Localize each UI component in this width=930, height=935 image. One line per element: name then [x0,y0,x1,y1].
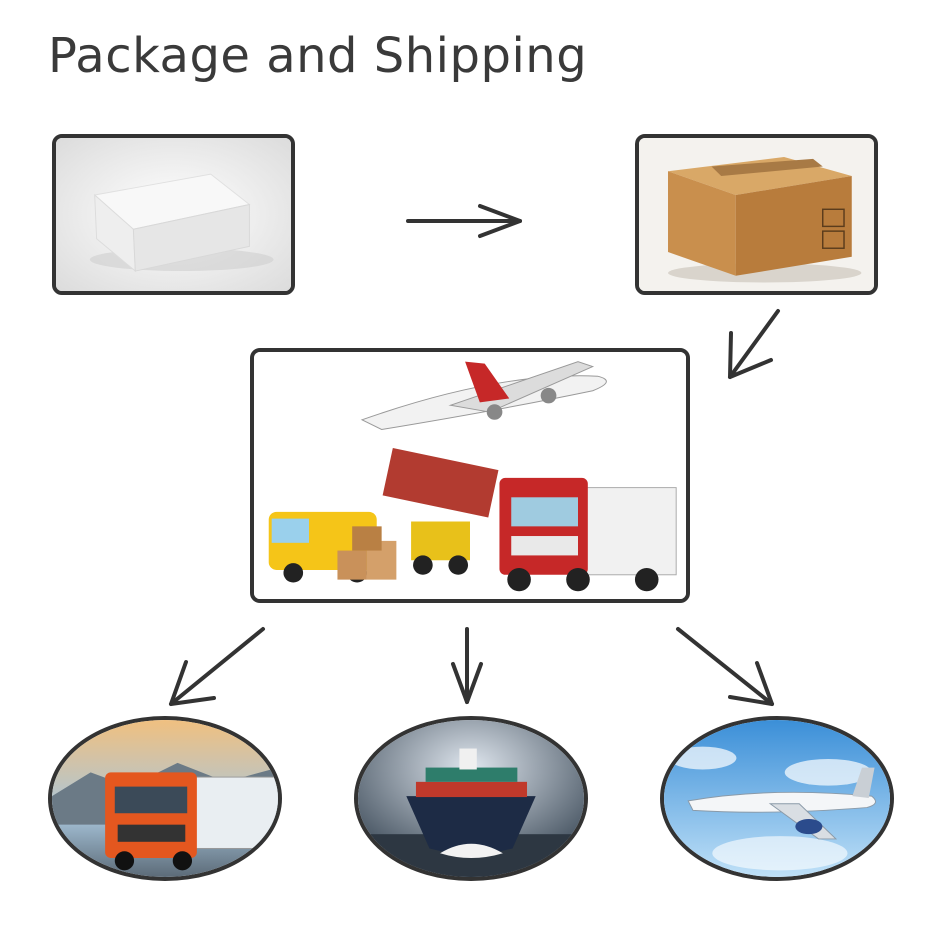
white-box-icon [56,138,291,291]
arrow-to-ship [451,627,483,704]
plane-icon [360,361,607,430]
logistics-icon [254,352,686,599]
air-oval [660,716,894,881]
white-box-frame [52,134,295,295]
page-title: Package and Shipping [48,28,588,84]
arrow-right [406,204,522,238]
airplane-icon [664,720,890,877]
truck-oval [48,716,282,881]
arrow-to-truck [169,627,265,706]
arrow-down-left [728,309,780,379]
cargo-ship-icon [358,720,584,877]
carton-box-icon [639,138,874,291]
logistics-frame [250,348,690,603]
ship-oval [354,716,588,881]
carton-box-frame [635,134,878,295]
arrow-to-air [676,627,774,706]
truck-icon [52,720,278,877]
